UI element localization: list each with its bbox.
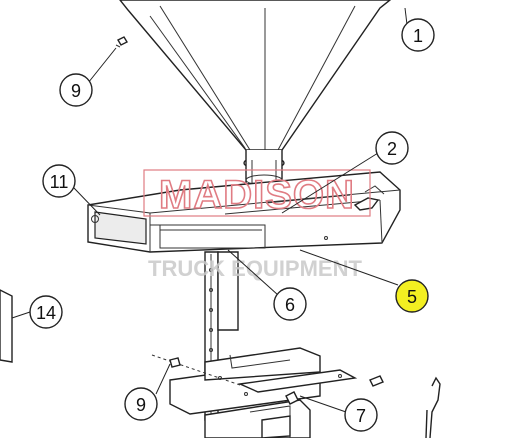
callout-9-top-label: 9 [71, 81, 81, 101]
callout-6-label: 6 [285, 295, 295, 315]
callout-5: 5 [395, 279, 429, 313]
watermark: MADISON TRUCK EQUIPMENT [143, 169, 371, 281]
watermark-line2: TRUCK EQUIPMENT [148, 256, 362, 281]
spinner-tray-part [87, 171, 401, 253]
callout-9-top: 9 [59, 73, 93, 107]
callout-14: 14 [29, 295, 63, 329]
callout-7: 7 [344, 398, 378, 432]
callout-14-label: 14 [36, 303, 56, 323]
callout-7-label: 7 [356, 406, 366, 426]
bolt-right [285, 375, 384, 405]
callout-2: 2 [375, 131, 409, 165]
callout-9-lower-label: 9 [136, 395, 146, 415]
watermark-line1: MADISON [159, 173, 355, 217]
callout-11-label: 11 [50, 172, 69, 192]
callout-5-label: 5 [407, 287, 417, 307]
part-14-box [0, 289, 13, 363]
callout-1-label: 1 [413, 26, 423, 46]
bolt-top [115, 36, 128, 48]
callout-9-lower: 9 [124, 387, 158, 421]
callout-6: 6 [273, 287, 307, 321]
callout-1: 1 [401, 18, 435, 52]
callout-2-label: 2 [387, 139, 397, 159]
hook-pin-part [425, 376, 441, 438]
callout-11: 11 [42, 164, 76, 198]
leader-lines [11, 7, 409, 413]
bolt-lower [151, 354, 241, 386]
mounting-bracket-part [169, 347, 358, 438]
